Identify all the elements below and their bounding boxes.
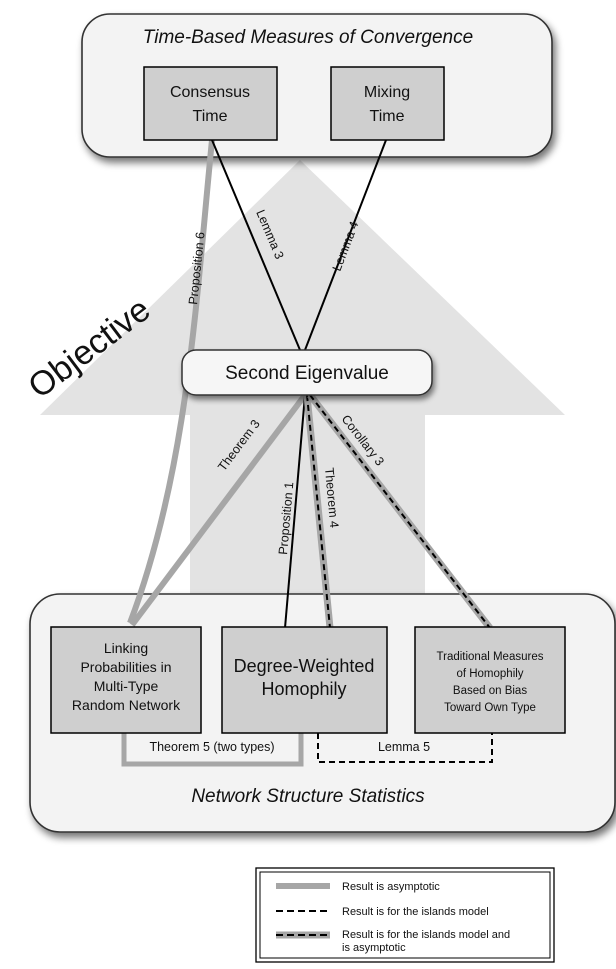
edge-proposition1 [284, 394, 306, 629]
node-traditional-measures: Traditional Measures of Homophily Based … [414, 626, 566, 734]
svg-text:Probabilities in: Probabilities in [80, 659, 171, 675]
edge-lemma3 [211, 139, 301, 351]
node-second-eigenvalue: Second Eigenvalue [181, 349, 433, 396]
legend-label-asymptotic: Result is asymptotic [342, 881, 440, 893]
svg-text:Random Network: Random Network [72, 697, 181, 713]
edge-lemma5 [317, 733, 493, 763]
label-theorem5: Theorem 5 (two types) [149, 740, 274, 754]
label-proposition1: Proposition 1 [276, 481, 296, 555]
svg-text:Multi-Type: Multi-Type [94, 678, 159, 694]
edge-theorem5 [121, 733, 304, 767]
node-consensus-time: Consensus Time [143, 66, 278, 141]
svg-text:Linking: Linking [104, 640, 148, 656]
legend-label-both-2: is asymptotic [342, 942, 406, 954]
label-theorem4: Theorem 4 [322, 467, 341, 528]
svg-text:Time: Time [370, 108, 405, 125]
svg-text:Homophily: Homophily [261, 679, 346, 699]
node-degree-weighted-homophily: Degree-Weighted Homophily [221, 626, 388, 734]
svg-text:Mixing: Mixing [364, 84, 410, 101]
node-linking-probabilities: Linking Probabilities in Multi-Type Rand… [50, 626, 202, 734]
edge-lemma4 [304, 139, 387, 351]
svg-text:of Homophily: of Homophily [456, 668, 523, 680]
bottom-group-title: Network Structure Statistics [191, 786, 425, 807]
legend-label-both-1: Result is for the islands model and [342, 929, 510, 941]
svg-text:Degree-Weighted: Degree-Weighted [234, 656, 375, 676]
top-group-title: Time-Based Measures of Convergence [143, 27, 473, 48]
legend-label-islands: Result is for the islands model [342, 906, 489, 918]
svg-text:Consensus: Consensus [170, 84, 250, 101]
svg-text:Toward Own Type: Toward Own Type [444, 702, 536, 714]
node-mixing-time: Mixing Time [330, 66, 445, 141]
edge-theorem3 [129, 393, 308, 627]
svg-text:Based on Bias: Based on Bias [453, 685, 527, 697]
svg-text:Second Eigenvalue: Second Eigenvalue [225, 363, 389, 384]
label-lemma5: Lemma 5 [378, 740, 430, 754]
svg-text:Traditional Measures: Traditional Measures [437, 651, 544, 663]
svg-text:Time: Time [193, 108, 228, 125]
legend: Result is asymptotic Result is for the i… [255, 867, 555, 963]
